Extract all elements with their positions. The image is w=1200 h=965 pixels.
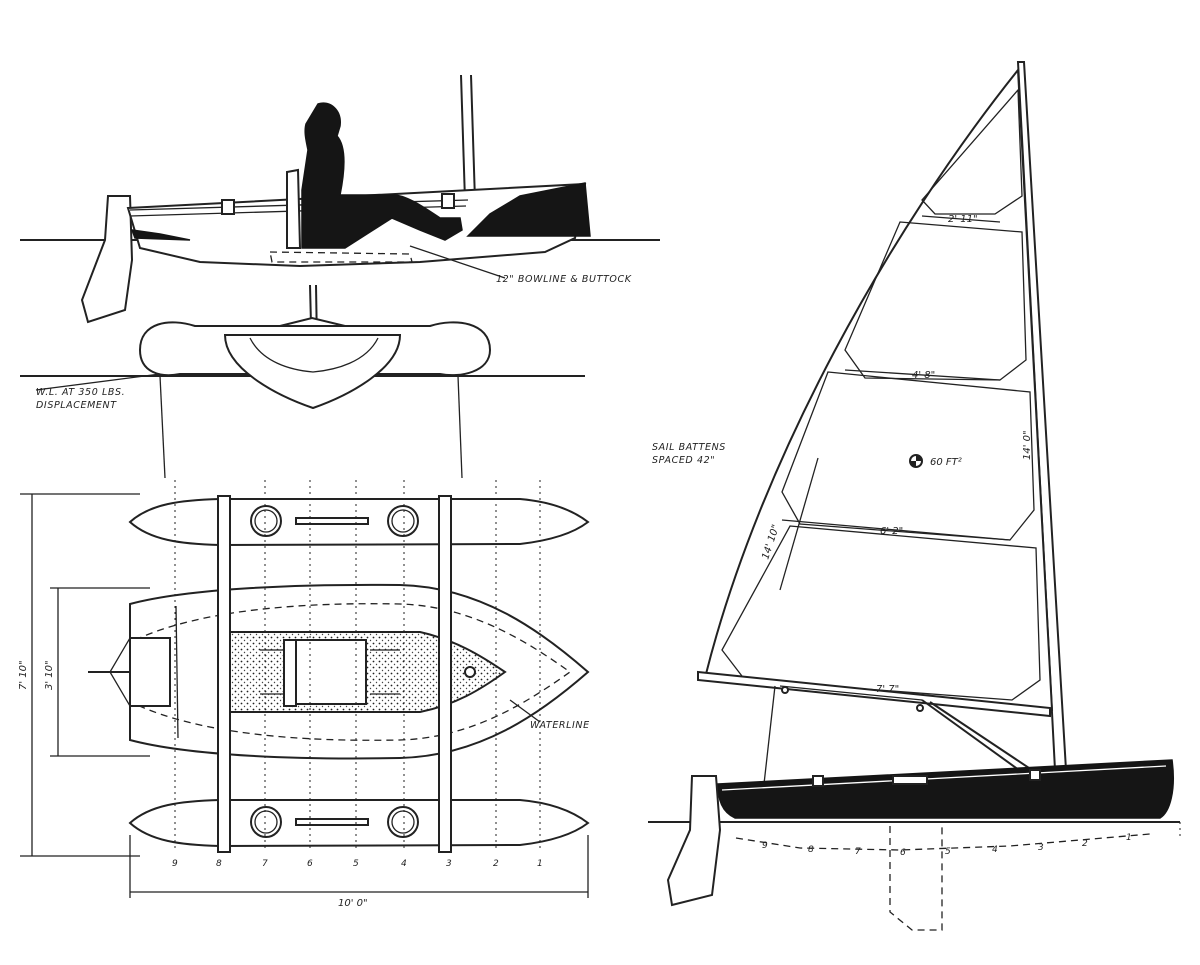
station-1: 1 (537, 859, 543, 869)
mast-step (464, 666, 476, 678)
profile-rudder (80, 195, 134, 324)
sp-station-9: 9 (762, 841, 768, 851)
plan-dimensions: 10' 0" 7' 10" 3' 10" (18, 493, 589, 909)
aft-cross-beam (217, 495, 231, 853)
label-bowline-buttock: 12" BOWLINE & BUTTOCK (496, 274, 632, 285)
label-waterline: WATERLINE (530, 720, 590, 731)
label-sail-area: 60 FT² (930, 457, 962, 468)
label-battens-spacing: SPACED 42" (652, 455, 715, 466)
seat-back (286, 168, 302, 249)
station-4: 4 (401, 859, 407, 869)
sail-plan: 2' 11" 4' 8" 6' 2" 14' 0" 14' 10" 60 FT²… (648, 61, 1181, 931)
mainsheet (763, 685, 776, 785)
station-2: 2 (493, 859, 499, 869)
station-5: 5 (353, 859, 359, 869)
label-wl-displacement: W.L. AT 350 LBS. (36, 387, 125, 398)
dim-sail-3: 6' 2" (880, 526, 903, 537)
sail-plan-station-numbers: 9 8 7 6 5 4 3 2 1 (762, 833, 1132, 858)
sp-station-2: 2 (1082, 839, 1088, 849)
station-6: 6 (307, 859, 313, 869)
sp-station-4: 4 (992, 845, 998, 855)
cockpit-well (295, 639, 367, 705)
sp-station-3: 3 (1038, 843, 1044, 853)
sp-station-8: 8 (808, 845, 814, 855)
sp-station-7: 7 (855, 847, 861, 857)
label-sail-battens: SAIL BATTENS (652, 442, 726, 453)
sail-plan-hull (717, 759, 1175, 819)
profile-view: 12" BOWLINE & BUTTOCK (20, 74, 660, 324)
boom-vang (921, 699, 1031, 779)
plan-waterline (134, 603, 572, 741)
dim-luff: 14' 0" (1022, 430, 1033, 460)
sp-station-6: 6 (900, 848, 906, 858)
boom (697, 670, 1051, 718)
station-8: 8 (216, 859, 222, 869)
station-9: 9 (172, 859, 178, 869)
sp-station-1: 1 (1126, 833, 1132, 843)
mainsail (704, 67, 1054, 712)
sail-plan-rudder (666, 775, 722, 907)
fwd-cross-beam (438, 495, 452, 853)
dim-sail-2: 4' 8" (912, 370, 935, 381)
plan-station-numbers: 9 8 7 6 5 4 3 2 1 (172, 859, 543, 869)
dim-sail-top: 2' 11" (948, 214, 978, 225)
section-view: W.L. AT 350 LBS. DISPLACEMENT (20, 284, 585, 479)
label-displacement: DISPLACEMENT (36, 400, 117, 411)
dim-overall-length: 10' 0" (338, 898, 368, 909)
sp-station-5: 5 (945, 847, 951, 857)
section-right-leg (457, 375, 463, 479)
sailor-silhouette (301, 102, 463, 249)
section-left-leg (159, 375, 166, 479)
station-3: 3 (446, 859, 452, 869)
dim-overall-beam: 7' 10" (18, 660, 29, 690)
plan-view: WATERLINE (88, 480, 590, 853)
seat-plan (283, 639, 297, 707)
profile-bow-dark (466, 182, 591, 237)
dim-hull-beam: 3' 10" (44, 660, 55, 690)
dim-boom: 7' 7" (876, 684, 899, 695)
station-7: 7 (262, 859, 268, 869)
daggerboard (889, 826, 943, 931)
